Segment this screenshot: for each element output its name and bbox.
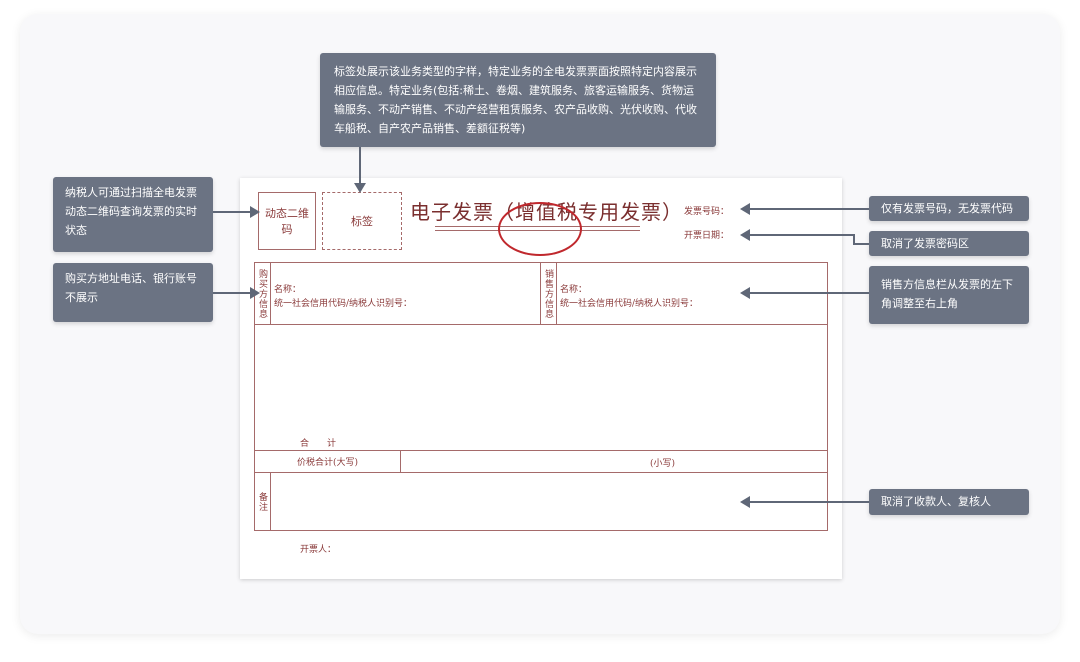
callout-password-text: 取消了发票密码区: [881, 237, 969, 250]
seller-tax-id-label: 统一社会信用代码/纳税人识别号：: [560, 299, 699, 309]
invoice-number-label: 发票号码：: [684, 207, 730, 217]
arrow-left-icon: [740, 229, 854, 241]
total-label: 合 计: [300, 439, 337, 449]
callout-qr: 纳税人可通过扫描全电发票动态二维码查询发票的实时状态: [53, 177, 213, 252]
callout-password: 取消了发票密码区: [869, 231, 1029, 256]
callout-tag-text: 标签处展示该业务类型的字样，特定业务的全电发票票面按照特定内容展示相应信息。特定…: [334, 65, 697, 135]
issuer-label: 开票人：: [300, 545, 337, 555]
arrow-connector: [853, 243, 869, 245]
seller-label: 销售方信息: [540, 262, 557, 325]
callout-buyer-text: 购买方地址电话、银行账号不展示: [65, 272, 197, 304]
callout-number-text: 仅有发票号码，无发票代码: [881, 202, 1013, 215]
callout-seller-text: 销售方信息栏从发票的左下角调整至右上角: [881, 278, 1013, 310]
arrow-down-icon: [359, 147, 361, 185]
tag-placeholder: 标签: [322, 192, 402, 250]
callout-qr-text: 纳税人可通过扫描全电发票动态二维码查询发票的实时状态: [65, 186, 197, 237]
divider: [254, 324, 828, 325]
arrow-connector: [853, 234, 855, 244]
invoice-sample: 动态二维码 标签 电子发票（增值税专用发票） 发票号码： 开票日期： 购买方信息…: [240, 178, 842, 579]
qr-code-placeholder: 动态二维码: [258, 192, 316, 250]
buyer-name-label: 名称：: [274, 285, 302, 295]
issue-date-label: 开票日期：: [684, 231, 730, 241]
arrow-head-icon: [354, 183, 366, 193]
callout-buyer: 购买方地址电话、银行账号不展示: [53, 263, 213, 322]
arrow-right-icon: [213, 206, 260, 218]
arrow-left-icon: [740, 496, 869, 508]
arrow-right-icon: [213, 287, 260, 299]
total-words-cell: 价税合计(大写): [254, 450, 401, 473]
callout-seller: 销售方信息栏从发票的左下角调整至右上角: [869, 266, 1029, 324]
arrow-left-icon: [740, 203, 869, 215]
arrow-left-icon: [740, 287, 869, 299]
qr-label: 动态二维码: [265, 207, 309, 236]
callout-remarks-text: 取消了收款人、复核人: [881, 495, 991, 508]
seller-name-label: 名称：: [560, 285, 588, 295]
total-words-label: 价税合计(大写): [296, 458, 359, 468]
total-figures-label: (小写): [650, 459, 676, 469]
remarks-label: 备注: [254, 472, 271, 531]
tag-label: 标签: [351, 215, 373, 228]
stamp-highlight-icon: [498, 202, 582, 256]
callout-tag: 标签处展示该业务类型的字样，特定业务的全电发票票面按照特定内容展示相应信息。特定…: [320, 53, 716, 147]
callout-number: 仅有发票号码，无发票代码: [869, 196, 1029, 221]
buyer-tax-id-label: 统一社会信用代码/纳税人识别号：: [274, 299, 413, 309]
callout-remarks: 取消了收款人、复核人: [869, 489, 1029, 515]
